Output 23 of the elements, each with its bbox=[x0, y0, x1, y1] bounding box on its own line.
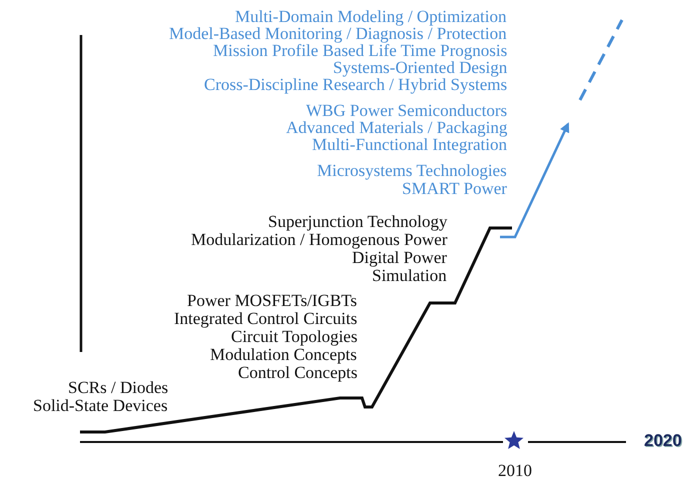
milestone-label: Power MOSFETs/IGBTs bbox=[187, 292, 357, 310]
milestone-label: Multi-Domain Modeling / Optimization bbox=[235, 8, 507, 26]
milestone-label: Mission Profile Based Life Time Prognosis bbox=[213, 42, 508, 60]
milestone-label: Circuit Topologies bbox=[231, 328, 358, 346]
milestone-label: SMART Power bbox=[402, 180, 507, 198]
milestone-label: Advanced Materials / Packaging bbox=[286, 119, 508, 137]
milestone-label: Microsystems Technologies bbox=[317, 162, 507, 180]
milestone-label: Digital Power bbox=[352, 249, 447, 267]
year-label: 2020 bbox=[644, 432, 682, 450]
milestone-label: WBG Power Semiconductors bbox=[306, 102, 508, 120]
milestone-label: Simulation bbox=[372, 267, 447, 285]
milestone-label: Control Concepts bbox=[238, 364, 358, 382]
milestone-label: Modulation Concepts bbox=[210, 346, 357, 364]
milestone-label: Superjunction Technology bbox=[268, 213, 448, 231]
milestone-label: SCRs / Diodes bbox=[68, 379, 168, 397]
milestone-label: Cross-Discipline Research / Hybrid Systems bbox=[204, 76, 508, 94]
milestone-label: Solid-State Devices bbox=[33, 397, 168, 415]
milestone-label: Multi-Functional Integration bbox=[312, 136, 507, 154]
milestone-label: Integrated Control Circuits bbox=[174, 310, 358, 328]
year-label: 2010 bbox=[498, 462, 532, 480]
milestone-label: Modularization / Homogenous Power bbox=[191, 231, 448, 249]
milestone-label: Systems-Oriented Design bbox=[333, 59, 508, 77]
milestone-label: Model-Based Monitoring / Diagnosis / Protection bbox=[169, 25, 507, 43]
